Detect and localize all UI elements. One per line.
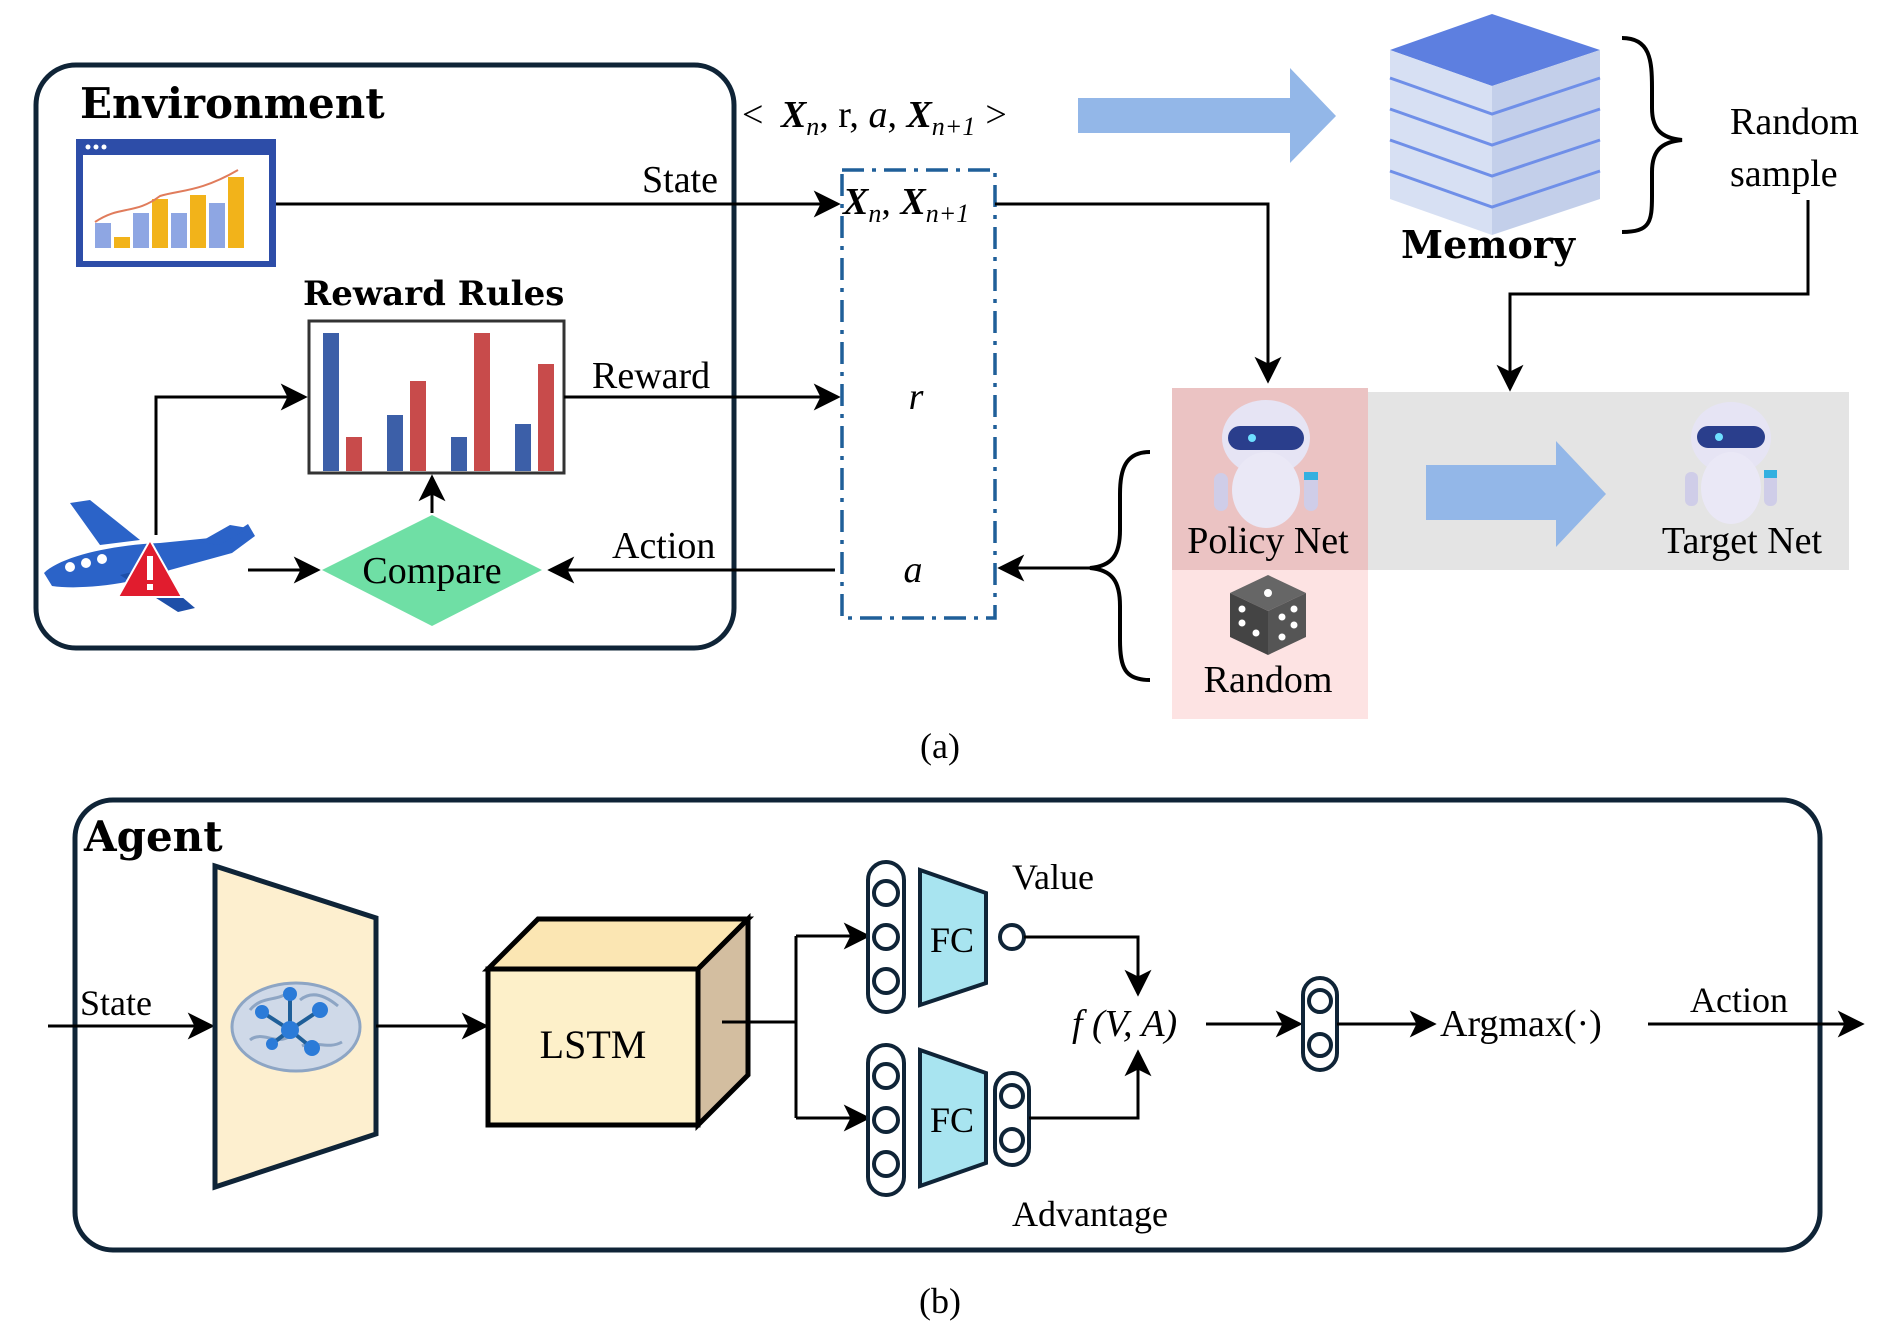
combine-function-label: f (V, A) [1072,1003,1177,1045]
fc-value-label: FC [930,920,974,960]
brain-network-icon [230,981,362,1073]
value-to-combine-arrow [1024,935,1152,997]
dashboard-chart-icon [76,139,276,267]
fc-value-block [918,867,988,1008]
random-sample-line2: sample [1730,153,1838,195]
agent-title: Agent [83,812,223,861]
state-label: State [642,159,718,201]
lstm-label: LSTM [540,1022,647,1067]
advantage-output-neurons [993,1071,1031,1167]
value-stream-neurons [866,860,906,1014]
action-label: Action [612,525,715,567]
q-output-neurons [1301,976,1339,1072]
reward-rules-chart [307,319,566,475]
memory-stack-icon [1389,14,1601,235]
svg-text:< Xn, r, a, Xn+1>: < Xn, r, a, Xn+1> [742,94,1007,141]
compare-diamond [322,515,542,626]
caption-b: (b) [919,1281,961,1321]
action-source-brace [1089,450,1151,682]
policy-net-label: Policy Net [1187,520,1349,562]
buffer-states: Xn, Xn+1 [842,181,969,228]
policy-to-target-arrow [1426,441,1606,547]
tuple-to-memory-arrow [1078,68,1336,163]
memory-label: Memory [1401,222,1576,267]
state-input-label: State [80,983,152,1023]
random-label: Random [1204,659,1333,701]
dice-icon [1230,575,1306,655]
advantage-label: Advantage [1012,1194,1168,1234]
value-label: Value [1012,857,1094,897]
policy-robot-icon [1214,400,1318,528]
argmax-label: Argmax(·) [1440,1003,1602,1045]
action-output-label: Action [1690,980,1788,1020]
lstm-block [481,912,755,1132]
airplane-warning-icon [44,500,255,612]
compare-label: Compare [362,550,501,592]
random-sample-line1: Random [1730,101,1859,143]
transition-buffer-box [840,168,997,620]
transition-tuple: < Xn, r, a, Xn+1> [742,94,1007,141]
advantage-to-combine-arrow [1029,1049,1152,1120]
target-net-label: Target Net [1662,520,1823,562]
memory-brace [1621,36,1683,234]
value-output-neuron [998,923,1026,951]
target-robot-icon [1685,402,1777,524]
environment-title: Environment [80,79,385,128]
advantage-stream-neurons [866,1043,906,1197]
reward-label: Reward [592,355,710,397]
fc-advantage-block [918,1047,988,1189]
buffer-reward: r [909,376,924,418]
sample-to-target-arrow [1496,200,1810,392]
fc-advantage-label: FC [930,1100,974,1140]
plane-to-reward-arrow [154,383,308,535]
buffer-to-policy-arrow [995,202,1282,384]
panel-b: Agent State LSTM [48,797,1865,1321]
environment-frame [33,62,737,651]
caption-a: (a) [920,726,960,766]
buffer-action: a [904,549,923,591]
reward-rules-title: Reward Rules [303,274,564,314]
panel-a: Environment State Reward Rules [33,14,1859,766]
